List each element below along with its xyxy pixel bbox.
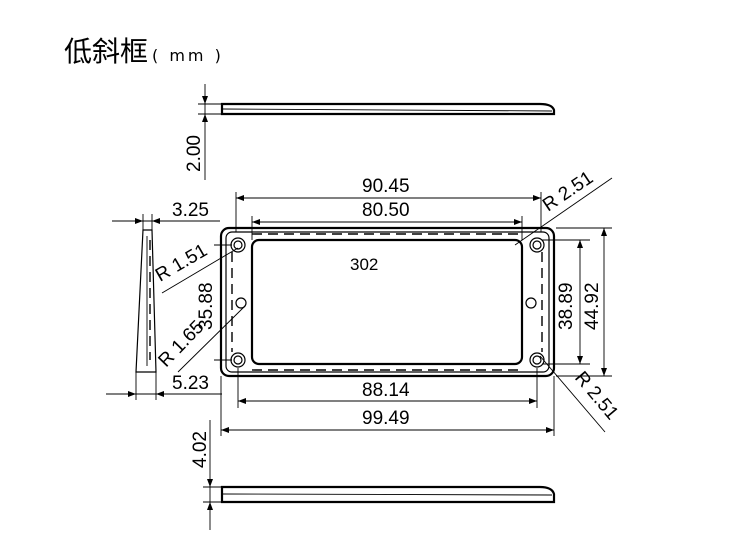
dim-side-height-small: 3.25	[172, 200, 209, 221]
frame-front-view	[219, 226, 556, 378]
dim-thickness-bottom: 4.02	[190, 431, 211, 468]
drawing-title: 低斜框( mm )	[64, 30, 224, 70]
left-side-profile	[106, 214, 222, 400]
dim-radius-side-hole: R 1.65	[154, 317, 208, 372]
dim-lines-vertical	[214, 227, 612, 377]
bottom-profile	[203, 420, 556, 530]
part-number-label: 302	[350, 255, 378, 274]
dim-thickness-top: 2.00	[184, 135, 205, 172]
dim-width-inner-rim: 80.50	[362, 200, 410, 221]
dim-lines-horizontal	[220, 192, 555, 436]
dim-side-offset: 5.23	[172, 373, 209, 394]
title-unit: ( mm )	[152, 46, 224, 65]
dim-height-outer: 44.92	[582, 282, 603, 330]
dim-hole-spacing-vertical: 35.88	[196, 282, 217, 330]
top-profile	[198, 84, 556, 180]
title-main: 低斜框	[64, 35, 149, 68]
dim-width-hole-spacing: 88.14	[362, 380, 410, 401]
dim-height-inner: 38.89	[556, 282, 577, 330]
radius-leaders	[161, 177, 613, 433]
dim-radius-mount-hole: R 1.51	[152, 240, 211, 286]
mount-holes	[230, 237, 545, 368]
dim-width-outer: 99.49	[362, 408, 410, 429]
dim-width-inner-top: 90.45	[362, 176, 410, 197]
